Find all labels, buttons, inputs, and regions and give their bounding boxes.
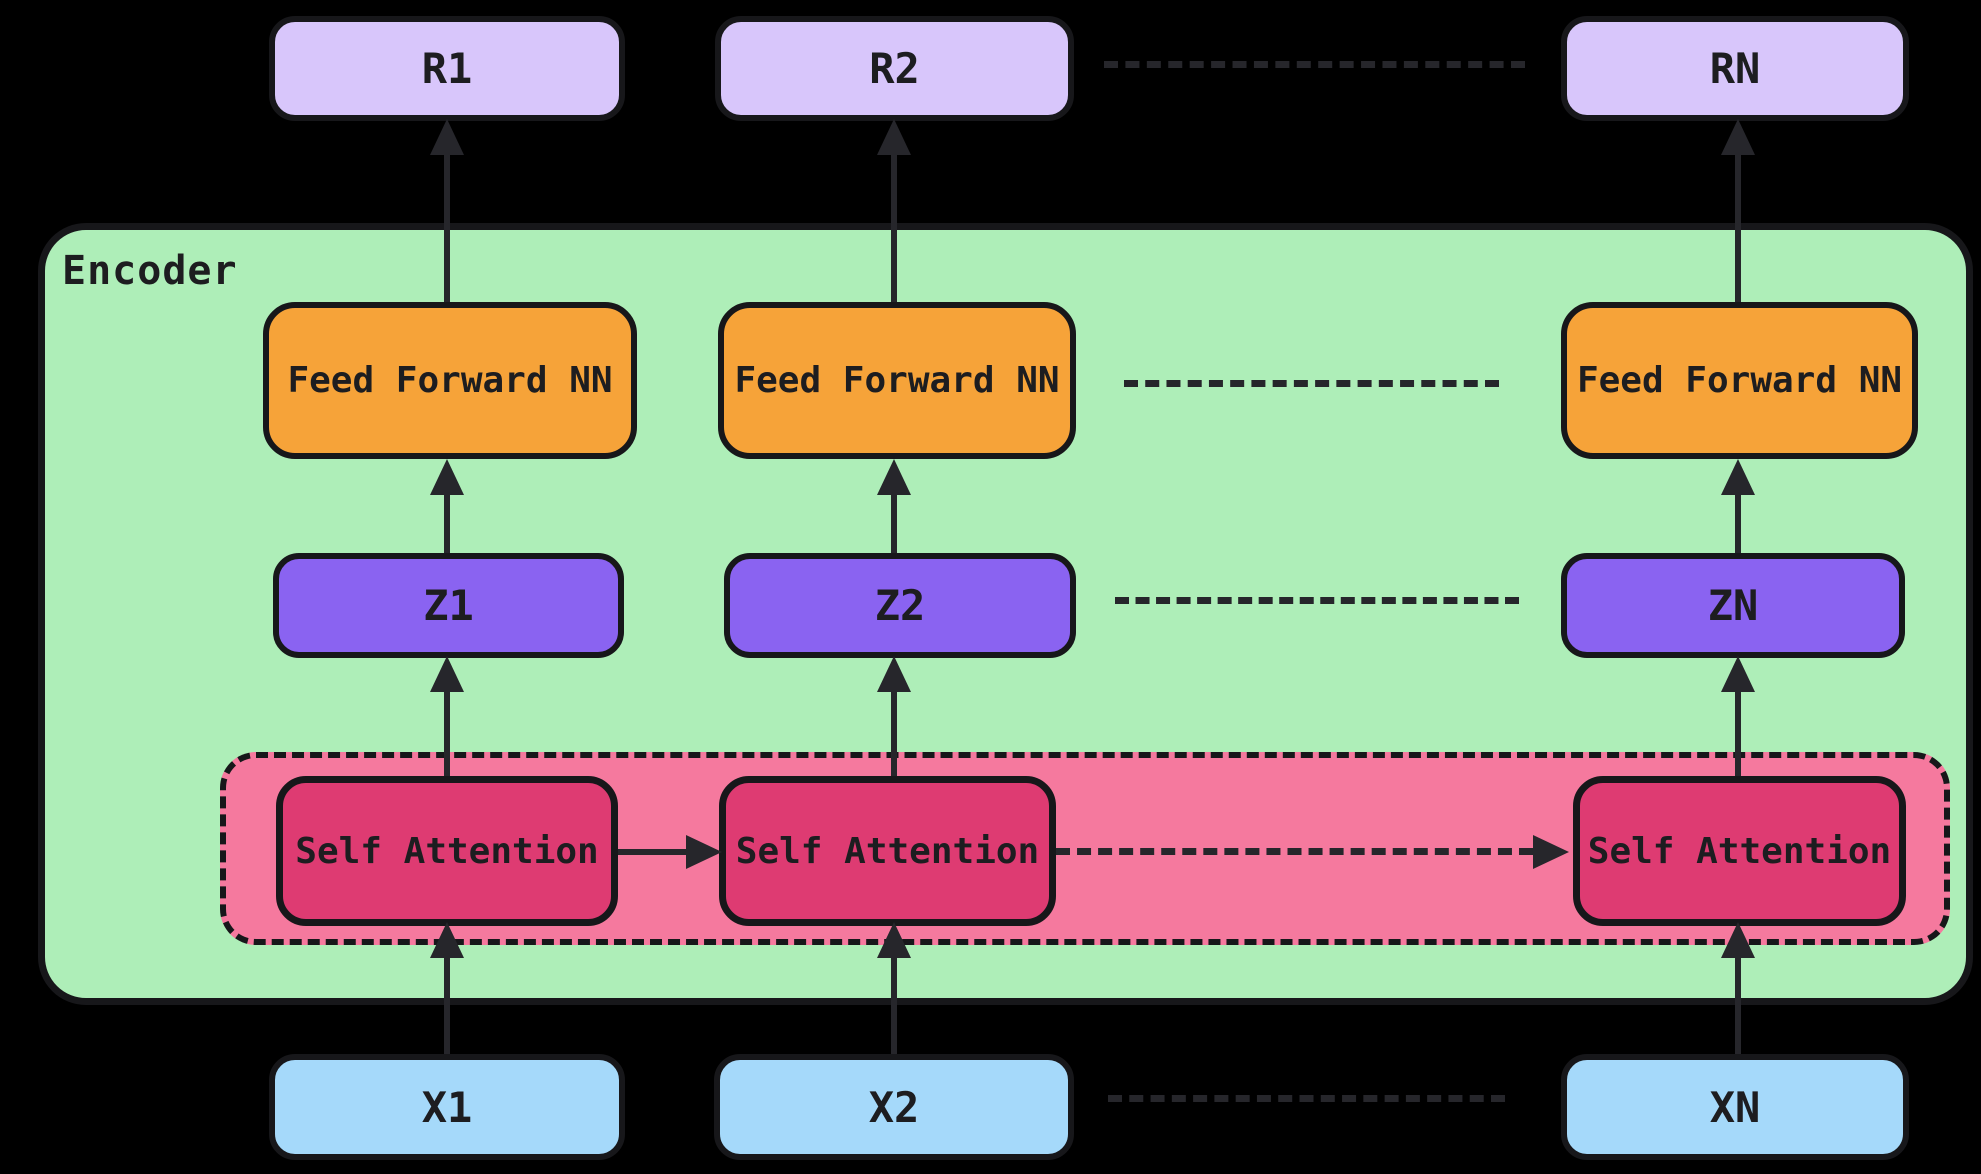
node-rn: RN [1561, 16, 1909, 121]
arrow-stem [891, 153, 897, 302]
arrow-head-up-icon [430, 922, 464, 958]
node-label: Self Attention [735, 830, 1040, 872]
arrow-stem [891, 690, 897, 776]
encoder-label: Encoder [62, 248, 238, 294]
arrow-stem [444, 956, 450, 1054]
node-self-attention-2: Self Attention [719, 776, 1056, 926]
node-label: R2 [869, 44, 920, 93]
node-feed-forward-1: Feed Forward NN [263, 302, 637, 459]
dashed-connector-outputs-row [1104, 61, 1525, 68]
arrow-head-up-icon [877, 459, 911, 495]
arrow-head-up-icon [430, 119, 464, 155]
node-label: ZN [1707, 581, 1759, 630]
arrow-head-up-icon [877, 119, 911, 155]
node-label: Feed Forward NN [734, 360, 1060, 401]
node-label: X2 [868, 1082, 920, 1132]
node-self-attention-n: Self Attention [1573, 776, 1906, 926]
arrow-head-up-icon [877, 922, 911, 958]
arrow-stem [1735, 956, 1741, 1054]
dashed-connector-z-row [1115, 597, 1519, 604]
node-label: R1 [421, 44, 473, 93]
arrow-stem [444, 153, 450, 302]
arrow-stem [1735, 493, 1741, 553]
arrow-stem [891, 493, 897, 553]
node-z1: Z1 [273, 553, 624, 658]
node-r2: R2 [715, 16, 1074, 121]
node-label: Z2 [874, 581, 926, 630]
arrow-stem [891, 956, 897, 1054]
node-xn: XN [1561, 1054, 1909, 1160]
arrow-head-right-icon [686, 835, 722, 869]
node-label: Feed Forward NN [287, 360, 613, 401]
node-self-attention-1: Self Attention [276, 776, 618, 926]
node-x1: X1 [269, 1054, 625, 1160]
node-label: X1 [421, 1082, 473, 1132]
arrow-stem [444, 690, 450, 776]
dashed-connector-ffn-row [1124, 380, 1499, 387]
node-x2: X2 [714, 1054, 1074, 1160]
arrow-head-up-icon [877, 656, 911, 692]
arrow-stem [618, 849, 686, 855]
node-z2: Z2 [724, 553, 1076, 658]
node-feed-forward-2: Feed Forward NN [718, 302, 1076, 459]
arrow-head-up-icon [1721, 656, 1755, 692]
arrow-head-up-icon [430, 459, 464, 495]
arrow-head-up-icon [1721, 922, 1755, 958]
arrow-stem [1735, 153, 1741, 302]
node-zn: ZN [1561, 553, 1905, 658]
node-label: Self Attention [1587, 830, 1892, 872]
node-label: Feed Forward NN [1576, 360, 1903, 401]
node-label: XN [1709, 1082, 1761, 1132]
arrow-head-up-icon [1721, 459, 1755, 495]
dashed-connector-inputs-row [1108, 1095, 1505, 1102]
node-feed-forward-n: Feed Forward NN [1561, 302, 1918, 459]
arrow-head-right-icon [1533, 835, 1569, 869]
node-r1: R1 [269, 16, 625, 121]
arrow-head-up-icon [1721, 119, 1755, 155]
arrow-dashed-stem [1056, 848, 1533, 855]
arrow-head-up-icon [430, 656, 464, 692]
arrow-stem [1735, 690, 1741, 776]
arrow-stem [444, 493, 450, 553]
node-label: Z1 [423, 581, 474, 630]
node-label: RN [1709, 44, 1761, 93]
node-label: Self Attention [295, 830, 599, 872]
